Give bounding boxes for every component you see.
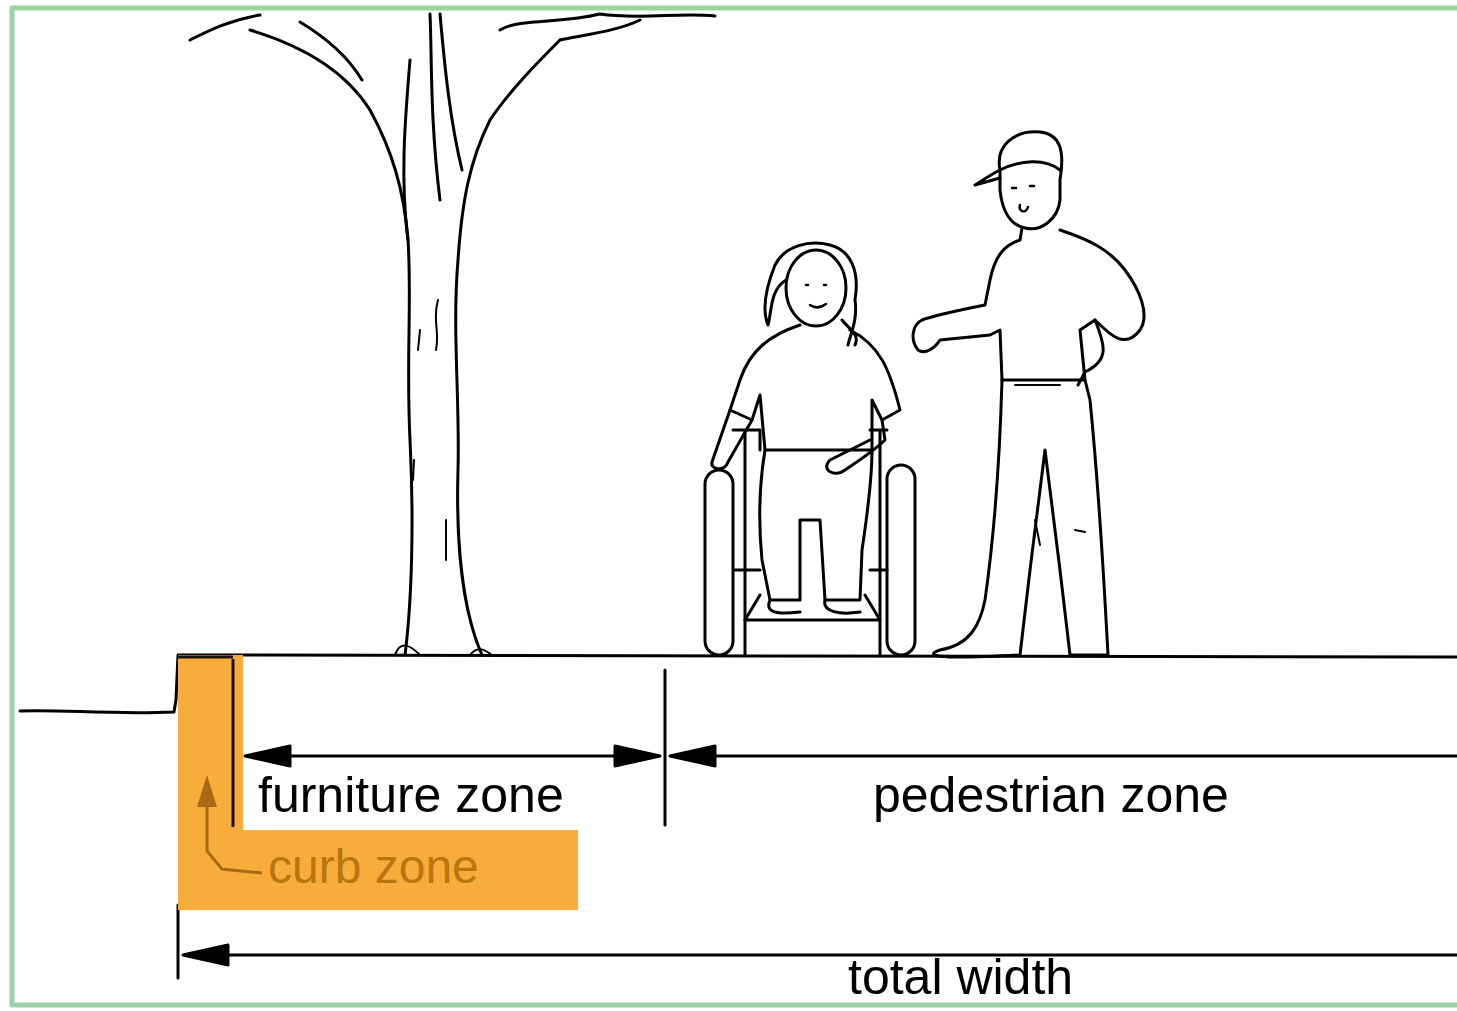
zone-label: furniture zone xyxy=(258,770,564,820)
dimension-lines xyxy=(178,670,1457,978)
highlight-zone: curb zone xyxy=(178,655,578,910)
dimension-label: total width xyxy=(848,952,1073,1002)
wheelchair-user xyxy=(705,243,915,655)
curb-tick xyxy=(232,659,235,827)
zone-label: curb zone xyxy=(268,843,479,891)
zone-label: pedestrian zone xyxy=(873,770,1229,820)
tree xyxy=(190,14,715,655)
leader-arrowhead xyxy=(197,775,217,807)
highlight-fill xyxy=(178,655,578,910)
frame-border xyxy=(12,8,1457,1005)
standing-man xyxy=(913,132,1144,657)
leader-line xyxy=(207,805,262,873)
curb-outline xyxy=(178,656,233,659)
